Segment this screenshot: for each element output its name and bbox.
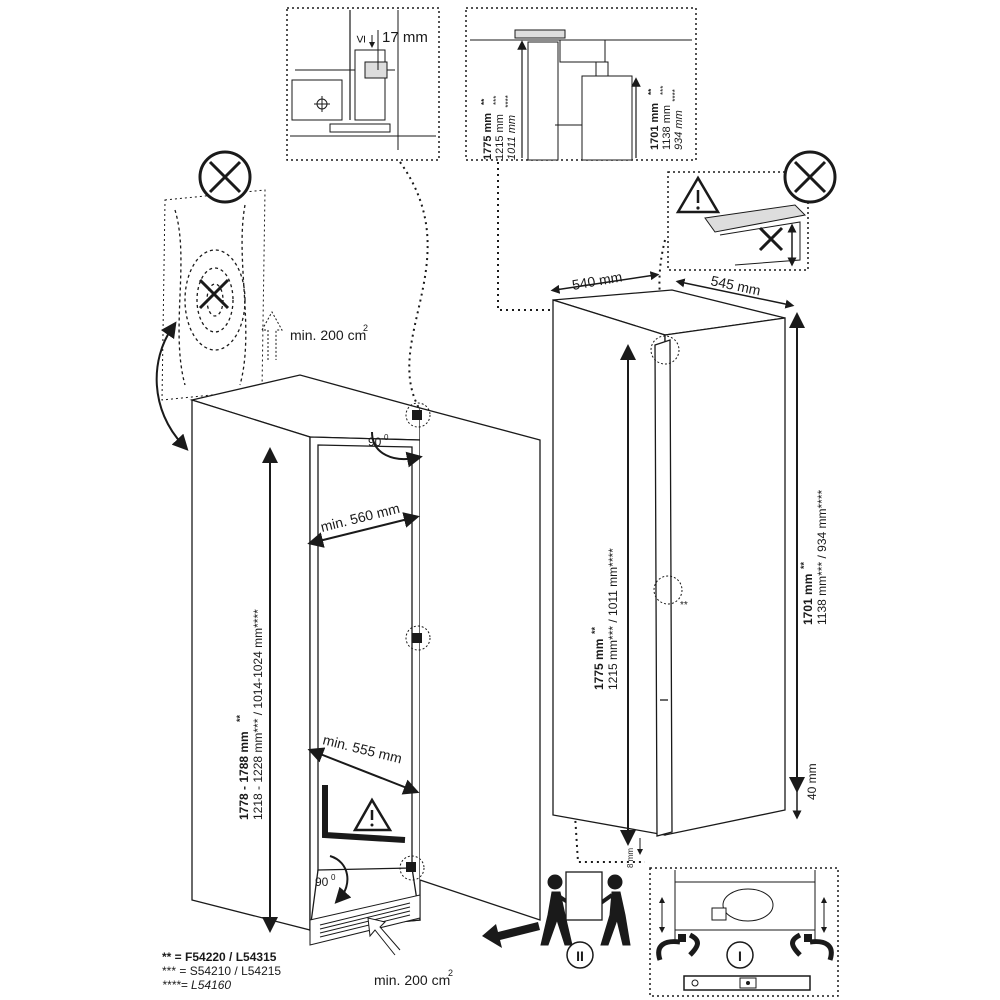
- vent-bottom-label: min. 200 cm: [374, 972, 450, 988]
- left-height-alt1: 1215 mm: [494, 114, 506, 160]
- star-mark: **: [799, 561, 809, 569]
- star-mark: ***: [659, 86, 668, 95]
- right-height-alt1: 1138 mm: [661, 105, 673, 150]
- carried-box: [565, 871, 603, 921]
- star-mark: **: [647, 88, 656, 95]
- legend-row-2: *** = S54210 / L54215: [162, 964, 281, 978]
- warning-triangle-icon: [675, 175, 721, 214]
- plinth-gap: 8 mm: [626, 848, 635, 868]
- appliance-width: 540 mm: [571, 268, 624, 293]
- detail-top-right: 1775 mm ** 1215 mm *** 1011 mm **** 1701 mm…: [465, 7, 697, 161]
- legend-row-3: ****= L54160: [162, 978, 281, 992]
- legend-row-1: ** = F54220 / L54315: [162, 950, 281, 964]
- gap-label: 17 mm: [382, 29, 428, 46]
- star-mark: **: [235, 714, 245, 722]
- legend-text: = S54210 / L54215: [176, 964, 282, 978]
- body-height-main: 1701 mm: [801, 574, 815, 625]
- vent-grille: [309, 894, 421, 946]
- hinge-note: **: [680, 600, 688, 611]
- hinge-icon: [406, 410, 422, 872]
- angle-bottom-label: 90: [315, 875, 329, 889]
- warning-triangle-icon: [352, 797, 393, 832]
- star-mark: ****: [504, 95, 513, 108]
- bottom-gap: 40 mm: [805, 763, 819, 800]
- legend-stars: ****: [162, 978, 181, 992]
- body-height-alt: 1138 mm*** / 934 mm****: [815, 490, 829, 626]
- appliance-hinge-markers: [650, 335, 683, 605]
- star-mark: **: [480, 98, 489, 105]
- left-height-alt2: 1011 mm: [506, 115, 518, 160]
- door-height-alt: 1215 mm*** / 1011 mm****: [606, 548, 620, 690]
- niche-height-main: 1778 - 1788 mm: [237, 731, 251, 820]
- detail-top-left: ≤ 17 mm: [286, 7, 440, 161]
- legend-stars: ***: [162, 964, 177, 978]
- person-icon: [540, 874, 574, 946]
- step-one-label: I: [738, 948, 742, 964]
- spirit-level-icon: [683, 975, 811, 991]
- appliance-body: [552, 289, 786, 837]
- legend-text: = L54160: [180, 978, 232, 992]
- squared-mark: 2: [448, 968, 453, 978]
- left-height-main: 1775 mm: [482, 113, 494, 160]
- star-mark: ****: [671, 89, 680, 102]
- arrow-icon: [482, 922, 540, 948]
- legend-stars: **: [162, 950, 172, 964]
- squared-mark: 2: [363, 323, 368, 333]
- right-height-main: 1701 mm: [649, 103, 661, 150]
- degree-mark: 0: [384, 433, 389, 442]
- appliance-depth: 545 mm: [709, 272, 762, 298]
- prohibited-icon: [783, 150, 837, 204]
- legend-text: = F54220 / L54315: [171, 950, 277, 964]
- step-two-label: II: [576, 948, 584, 964]
- right-height-alt2: 934 mm: [673, 110, 685, 150]
- niche-cabinet: [189, 374, 541, 931]
- vent-top-label: min. 200 cm: [290, 327, 366, 343]
- star-mark: ***: [492, 96, 501, 105]
- person-icon: [596, 874, 631, 946]
- detail-bottom-right: I: [649, 867, 839, 997]
- angle-top-label: 90: [368, 435, 382, 449]
- door-height-main: 1775 mm: [592, 639, 606, 690]
- hinge-markers: [399, 402, 431, 881]
- gap-symbol: ≤: [352, 35, 368, 43]
- prohibited-icon: [198, 150, 252, 204]
- legend: ** = F54220 / L54315 *** = S54210 / L542…: [162, 950, 281, 992]
- vent-arrow-icon: [261, 310, 283, 360]
- degree-mark: 0: [331, 873, 336, 882]
- star-mark: **: [590, 626, 600, 634]
- niche-height-alt: 1218 - 1228 mm*** / 1014-1024 mm****: [251, 609, 265, 820]
